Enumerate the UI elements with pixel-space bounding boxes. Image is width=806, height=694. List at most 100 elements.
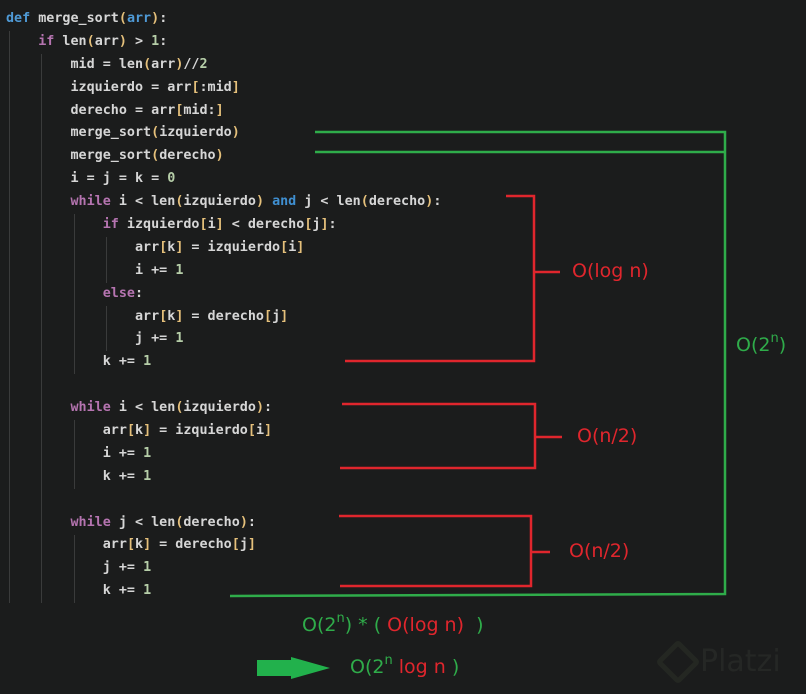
right-loop-bracket (339, 514, 533, 588)
code-token: if (102, 217, 119, 233)
code-token: while (70, 194, 111, 210)
code-line: merge_sort(izquierdo) (6, 122, 441, 145)
code-token: ) (231, 125, 240, 141)
code-token: arr (102, 423, 127, 439)
code-token: 1 (143, 468, 152, 484)
code-token: izquierdo (183, 194, 256, 210)
code-token: mid = len (70, 56, 144, 72)
code-line: k += 1 (6, 580, 441, 603)
code-token: < derecho (223, 217, 305, 233)
code-token: arr (102, 537, 127, 553)
code-token: [ (126, 537, 135, 553)
code-token: ) (118, 33, 127, 49)
code-token: [ (231, 537, 240, 553)
code-token: j (239, 537, 248, 553)
code-token: 1 (143, 354, 152, 370)
code-token: ( (175, 514, 184, 530)
code-token: i (207, 217, 216, 233)
code-token: 2 (199, 56, 208, 72)
code-token: arr (135, 308, 160, 324)
code-token: j (312, 217, 321, 233)
code-token: izquierdo (159, 125, 232, 141)
code-token: [ (159, 308, 168, 324)
indent-guide (73, 214, 75, 375)
code-token: = izquierdo (151, 423, 248, 439)
code-token: ) (151, 11, 160, 26)
right-loop-complexity: O(n/2) (569, 540, 630, 562)
code-token: ] (143, 537, 152, 553)
code-token: = derecho (183, 308, 264, 324)
code-token: ] (264, 423, 273, 439)
recursion-close: ) (778, 334, 787, 356)
code-line: while i < len(izquierdo) and j < len(der… (6, 191, 442, 214)
code-line: if izquierdo[i] < derecho[j]: (6, 214, 441, 237)
product-expression: O(2n) * ( O(log n) ) (302, 611, 484, 636)
indent-guide (106, 305, 108, 352)
merge-loop-complexity: O(log n) (572, 260, 649, 282)
code-token: derecho = arr (70, 102, 176, 118)
code-token: :mid (199, 79, 232, 95)
code-token: ( (118, 11, 127, 26)
code-token: while (70, 400, 111, 416)
code-token: arr (135, 239, 160, 255)
code-token: [ (191, 79, 200, 95)
code-line: arr[k] = derecho[j] (6, 306, 441, 329)
code-line: i += 1 (6, 260, 441, 283)
code-line: j += 1 (6, 557, 441, 580)
code-token: 1 (143, 560, 152, 576)
code-token: and (272, 194, 297, 210)
code-token: : (328, 217, 337, 233)
code-token: derecho (183, 514, 240, 530)
code-line: arr[k] = derecho[j] (6, 534, 441, 557)
code-line: izquierdo = arr[:mid] (6, 77, 441, 100)
code-line: arr[k] = izquierdo[i] (6, 237, 441, 260)
product-part1: O(2 (302, 614, 337, 636)
code-token: [ (159, 239, 168, 255)
indent-guide (73, 534, 75, 604)
code-token: i += (135, 262, 176, 278)
code-token: izquierdo = arr (70, 79, 192, 95)
product-part3: ) (464, 614, 484, 636)
code-line: def merge_sort(arr): (6, 8, 441, 31)
code-line: mid = len(arr)//2 (6, 54, 441, 77)
arrow-right-icon (257, 657, 330, 679)
indent-guide (106, 237, 108, 283)
code-token: derecho (368, 194, 426, 210)
code-token: 1 (175, 331, 184, 347)
code-token: k (167, 239, 176, 255)
code-token: ( (360, 194, 369, 210)
code-token: ] (215, 217, 224, 233)
code-token: [ (280, 239, 289, 255)
code-token: [ (175, 102, 184, 118)
code-token: 1 (175, 262, 184, 278)
code-token: arr (126, 11, 152, 26)
code-token: ( (151, 148, 160, 164)
code-token: i (255, 423, 264, 439)
code-line: else: (6, 283, 441, 306)
code-token: izquierdo (183, 400, 256, 416)
code-token: [ (264, 308, 273, 324)
code-token: // (183, 56, 200, 72)
code-token: j < len (296, 194, 361, 210)
indent-guide (73, 420, 75, 489)
code-token: i < len (110, 194, 176, 210)
code-token: 1 (151, 33, 160, 49)
code-token: derecho (159, 148, 216, 164)
code-token: 0 (167, 171, 176, 187)
code-line: derecho = arr[mid:] (6, 100, 441, 123)
code-token: ) (255, 400, 264, 416)
code-token: i += (102, 445, 144, 461)
code-token: ] (215, 102, 224, 118)
code-line: i = j = k = 0 (6, 168, 441, 191)
product-log-term: O(log n) (387, 614, 464, 636)
code-token: : (159, 33, 168, 49)
code-token: ] (247, 537, 256, 553)
code-token: ) (425, 194, 434, 210)
code-token: ( (86, 33, 95, 49)
code-token: : (264, 400, 273, 416)
code-token: merge_sort (30, 11, 119, 26)
code-token: ) (215, 148, 224, 164)
code-line: if len(arr) > 1: (6, 31, 441, 54)
code-token: if (38, 33, 55, 49)
